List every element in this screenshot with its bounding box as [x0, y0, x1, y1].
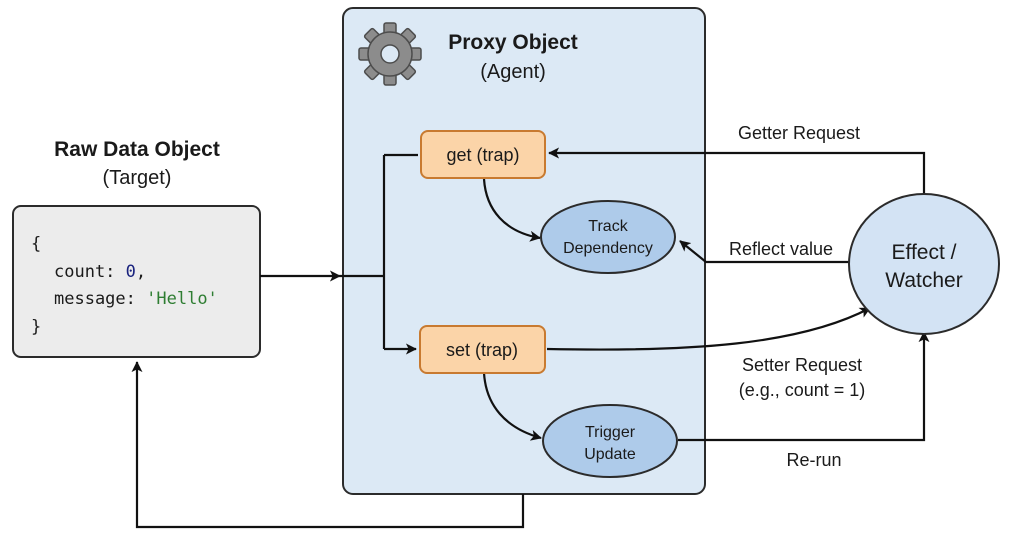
track-label-line2: Dependency [563, 240, 653, 257]
edge-setter-request [546, 307, 871, 351]
edge-rerun [678, 331, 930, 442]
setter-request-label: Setter Request [742, 355, 862, 375]
effect-watcher-node [848, 193, 1000, 335]
gear-icon [358, 22, 422, 86]
code-count-key: count: [54, 262, 115, 282]
code-count-value: 0 [126, 262, 136, 282]
code-message-line: message: 'Hello' [54, 289, 218, 309]
code-count-comma: , [136, 262, 146, 282]
setter-example-label: (e.g., count = 1) [739, 380, 866, 400]
getter-request-label: Getter Request [738, 123, 860, 143]
trigger-label-line1: Trigger [585, 424, 636, 441]
trigger-label-line2: Update [584, 446, 636, 463]
get-trap-box [420, 130, 546, 179]
get-trap-label: get (trap) [446, 145, 519, 165]
set-trap-label: set (trap) [446, 340, 518, 360]
edge-getter-request [548, 147, 926, 195]
code-message-value: 'Hello' [146, 289, 218, 309]
edge-set-to-trigger [482, 372, 542, 441]
edge-get-to-track [482, 178, 541, 242]
raw-subtitle: (Target) [103, 167, 172, 189]
edge-trigger-to-raw [131, 361, 525, 529]
edge-reflect-value [679, 240, 850, 264]
set-trap-box [419, 325, 546, 374]
proxy-title: Proxy Object [448, 31, 578, 54]
track-label-line1: Track [588, 218, 628, 235]
effect-label-line2: Watcher [885, 269, 962, 292]
raw-title: Raw Data Object [54, 138, 220, 161]
code-count-line: count: 0, [54, 262, 146, 282]
effect-label-line1: Effect / [892, 241, 957, 264]
track-dependency-node [540, 200, 676, 274]
code-message-key: message: [54, 289, 136, 309]
proxy-subtitle: (Agent) [480, 61, 546, 83]
trigger-update-node [542, 404, 678, 478]
code-open-brace: { [31, 234, 41, 254]
raw-data-box [12, 205, 261, 358]
code-close-brace: } [31, 317, 41, 337]
reflect-value-label: Reflect value [729, 239, 833, 259]
rerun-label: Re-run [786, 450, 841, 470]
